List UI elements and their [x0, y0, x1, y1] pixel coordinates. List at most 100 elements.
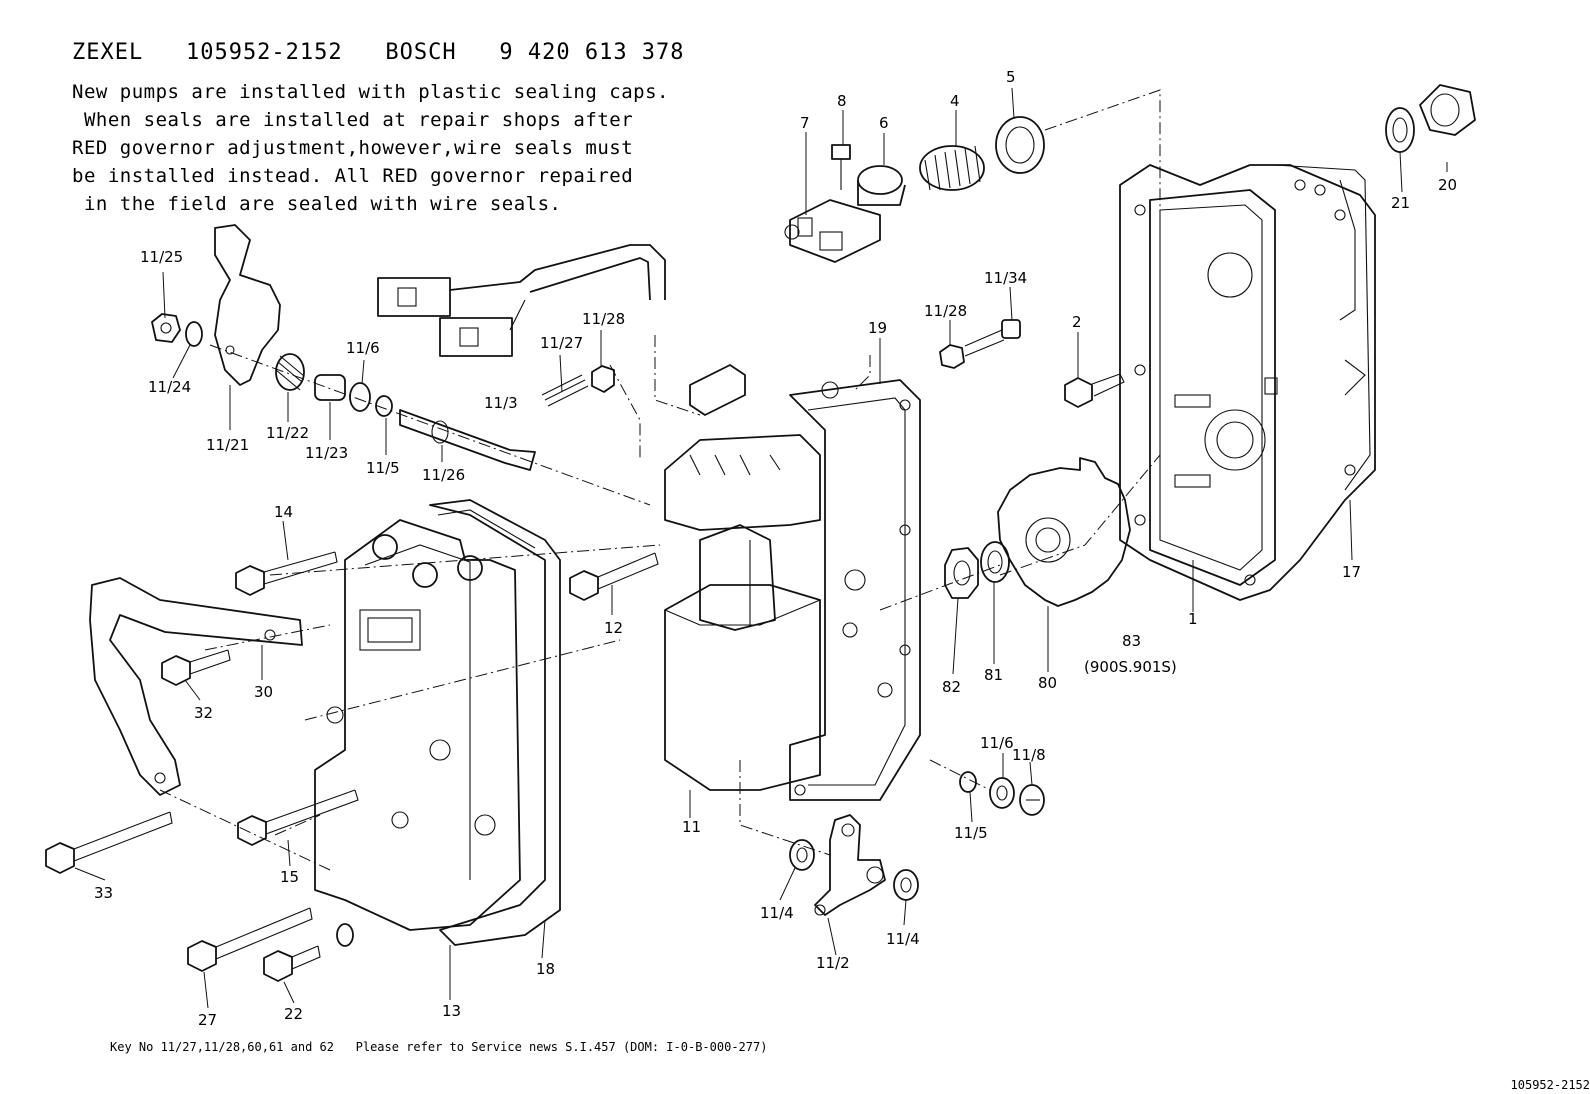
callout-12: 12: [604, 619, 623, 637]
bolt-part-22: [263, 923, 354, 982]
washer-part-11-4-left: [789, 839, 815, 871]
callout-11-27: 11/27: [540, 334, 583, 352]
spring-part-4: [919, 145, 985, 191]
callout-80: 80: [1038, 674, 1057, 692]
washer-part-11-4-right: [893, 869, 919, 901]
service-note: New pumps are installed with plastic sea…: [72, 78, 669, 218]
footer-reference-note: Key No 11/27,11/28,60,61 and 62 Please r…: [110, 1040, 768, 1054]
bolt-part-15: [237, 789, 359, 846]
callout-22: 22: [284, 1005, 303, 1023]
bolt-part-32: [161, 649, 231, 686]
bolt-part-27: [187, 907, 313, 972]
callout-17: 17: [1342, 563, 1361, 581]
nut-part-11-28-right: [939, 344, 965, 369]
note-line: When seals are installed at repair shops…: [72, 109, 634, 131]
callout-11-2: 11/2: [816, 954, 850, 972]
spring-part-11-22: [275, 353, 305, 391]
callout-14: 14: [274, 503, 293, 521]
callout-11-5-upper: 11/5: [366, 459, 400, 477]
bolt-part-14: [235, 551, 338, 596]
callout-11-4-right: 11/4: [886, 930, 920, 948]
callout-11-6-upper: 11/6: [346, 339, 380, 357]
bolt-part-33: [45, 811, 173, 874]
bolt-part-2: [1064, 373, 1125, 408]
corner-drawing-code: 105952-2152: [1510, 1078, 1590, 1092]
bolt-part-12: [569, 552, 659, 601]
callout-11-24: 11/24: [148, 378, 191, 396]
callout-11-22: 11/22: [266, 424, 309, 442]
callout-20: 20: [1438, 176, 1457, 194]
nut-part-82: [944, 547, 979, 599]
note-line: in the field are sealed with wire seals.: [72, 193, 562, 215]
plug-part-20: [1419, 84, 1476, 136]
callout-19: 19: [868, 319, 887, 337]
nut-part-11-25: [151, 313, 181, 343]
connector-harness: [377, 244, 666, 357]
callout-11-23: 11/23: [305, 444, 348, 462]
oring-part-11-5-lower: [959, 771, 977, 793]
screw-part-8: [831, 144, 851, 190]
washer-part-21: [1385, 107, 1415, 153]
washer-part-11-24: [185, 321, 203, 347]
cover-part-13: [314, 519, 521, 931]
callout-11-28-right: 11/28: [924, 302, 967, 320]
callout-8: 8: [837, 92, 847, 110]
callout-2: 2: [1072, 313, 1082, 331]
callout-83-variants: (900S.901S): [1084, 658, 1177, 676]
callout-27: 27: [198, 1011, 217, 1029]
callout-18: 18: [536, 960, 555, 978]
callout-32: 32: [194, 704, 213, 722]
note-line: New pumps are installed with plastic sea…: [72, 81, 669, 103]
callout-1: 1: [1188, 610, 1198, 628]
callout-33: 33: [94, 884, 113, 902]
callout-13: 13: [442, 1002, 461, 1020]
callout-11-26: 11/26: [422, 466, 465, 484]
shaft-part-11-26: [399, 409, 536, 471]
nut-part-11-28-upper: [591, 365, 615, 393]
callout-81: 81: [984, 666, 1003, 684]
screw-part-11-34: [964, 319, 1021, 357]
callout-15: 15: [280, 868, 299, 886]
callout-4: 4: [950, 92, 960, 110]
washer-part-11-6-upper: [349, 382, 371, 412]
callout-21: 21: [1391, 194, 1410, 212]
note-line: RED governor adjustment,however,wire sea…: [72, 137, 634, 159]
oring-part-11-5-upper: [375, 395, 393, 417]
washer-part-11-6-lower: [989, 777, 1015, 809]
callout-11-21: 11/21: [206, 436, 249, 454]
clip-part-11-8: [1019, 784, 1045, 816]
leader-lines: [74, 87, 1448, 1009]
callout-11-5-lower: 11/5: [954, 824, 988, 842]
callout-11-3: 11/3: [484, 394, 518, 412]
spring-part-11-27: [541, 374, 589, 407]
gasket-part-18: [429, 499, 561, 946]
callout-labels: 11/25 11/24 11/21 11/22 11/23 11/6 11/5 …: [94, 68, 1457, 1029]
bracket-part-30: [89, 577, 303, 796]
seal-ring-part-5: [995, 116, 1045, 174]
callout-7: 7: [800, 114, 810, 132]
actuator-part-11: [664, 364, 821, 791]
callout-11-28-upper: 11/28: [582, 310, 625, 328]
washer-part-81: [980, 541, 1010, 583]
lever-part-11-21: [214, 224, 281, 386]
callout-11-8: 11/8: [1012, 746, 1046, 764]
note-line: be installed instead. All RED governor r…: [72, 165, 634, 187]
callout-82: 82: [942, 678, 961, 696]
rotor-part-80: [997, 457, 1131, 607]
cap-part-6: [857, 165, 906, 206]
callout-11-6-lower: 11/6: [980, 734, 1014, 752]
governor-housing: [1119, 164, 1376, 601]
gasket-plate-part-19: [789, 379, 921, 801]
assembly-axes: [159, 89, 1161, 871]
callout-6: 6: [879, 114, 889, 132]
callout-11-4-left: 11/4: [760, 904, 794, 922]
callout-30: 30: [254, 683, 273, 701]
callout-83: 83: [1122, 632, 1141, 650]
lever-part-11-2: [814, 814, 886, 916]
callout-11-25: 11/25: [140, 248, 183, 266]
callout-5: 5: [1006, 68, 1016, 86]
bracket-part-7: [784, 199, 881, 263]
callout-11: 11: [682, 818, 701, 836]
diagram-title: ZEXEL 105952-2152 BOSCH 9 420 613 378: [72, 40, 685, 65]
